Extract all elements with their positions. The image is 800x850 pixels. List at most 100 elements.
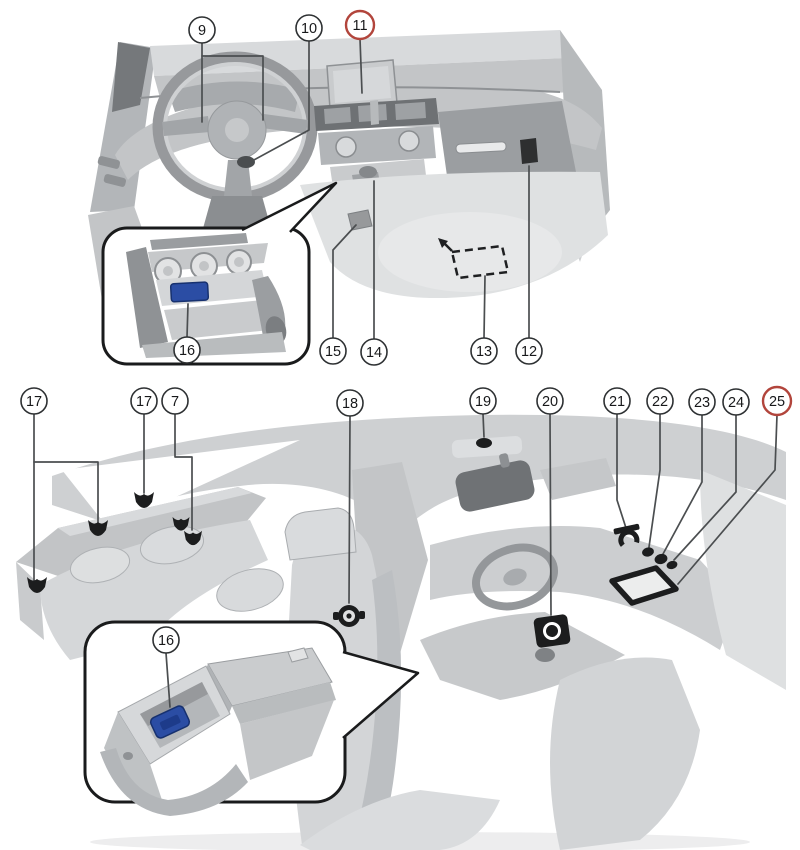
dash-right-mass [430,526,727,650]
hook-loop [618,529,640,547]
door-switch-top [97,156,121,169]
callout-circle [161,387,189,415]
console-box-part-15 [347,209,373,231]
callout-circle [173,336,201,364]
inset1-top-slot [150,233,248,250]
anchor-marker-7-upper [172,517,190,531]
callout-number: 22 [652,394,668,410]
callout-number: 16 [179,343,195,359]
rear-shelf [16,487,266,578]
leader-13 [483,275,486,339]
callout-25-highlighted: 25 [761,385,793,417]
callout-circle [130,387,158,415]
rearview-mirror [455,453,535,512]
callout-10: 10 [295,14,323,42]
callout-circle [152,626,180,654]
instrument-hood [168,81,300,112]
anchor-hook-glyph [134,492,154,508]
callout-17-left: 17 [20,387,48,415]
inset1-tray [164,300,270,340]
clip-marker-23 [654,553,668,565]
callout-circle [470,337,498,365]
climate-knob-2-center [199,261,209,271]
callout-number: 19 [475,394,491,410]
cabin-shift-knob [535,648,555,662]
callout-circle [336,389,364,417]
callout-number: 20 [542,394,558,410]
anchor-hook-glyph [88,520,108,536]
armrest-hole [123,752,133,760]
callout-number: 10 [301,21,317,37]
inset1-side-panel [126,247,168,348]
callout-number: 24 [728,395,744,411]
blue-part-16-armrest [149,705,191,739]
inset-console-detail [101,181,338,366]
armrest-box-right [232,682,336,724]
callout-15: 15 [319,337,347,365]
callout-circle [603,387,631,415]
vent-slat-right [395,102,426,120]
armrest-base [100,748,248,816]
cabin-wheel-hub [503,568,527,586]
dashed-location-box [450,244,510,280]
vent-slat-left [324,107,351,124]
wheel-spoke-left [162,116,210,136]
deck-hook-marker-21 [613,523,640,547]
audio-knob-left [335,136,357,158]
callout-number: 17 [136,394,152,410]
callout-circle-red [761,385,793,417]
callout-22: 22 [646,387,674,415]
callout-circle [319,337,347,365]
callout-11-highlighted: 11 [344,9,376,41]
front-seat-hint [378,212,562,292]
clip-marker-22 [642,547,654,557]
callout-circle [646,387,674,415]
rear-side-wall [16,562,44,640]
leader-22 [648,413,661,548]
inset-armrest-detail [83,620,420,816]
figure-cabin: 17 17 7 18 19 20 21 22 [16,385,793,850]
leader-7 [174,413,193,531]
leader-17a-bracket [33,461,99,523]
callout-number: 21 [609,394,625,410]
anchor-marker-17-pillar [134,492,154,508]
anchor-marker-7-lower [184,530,202,546]
door-switch-bottom [103,174,127,187]
callout-16-console: 16 [173,336,201,364]
leader-20 [549,413,552,616]
callout-9: 9 [188,16,216,44]
callout-number: 12 [521,344,537,360]
outlet-ring [543,622,561,640]
callout-circle [722,388,750,416]
climate-knob-3-center [234,257,244,267]
leader-18 [348,415,351,604]
wheel-spoke-right [262,114,308,134]
blue-part-16-console [169,281,210,303]
ring-tab-left [333,612,339,620]
dashed-box-arrowhead [438,238,448,248]
callout-13: 13 [470,337,498,365]
ceiling-mic-marker-19 [476,438,492,448]
ring-center [346,613,352,619]
leader-11 [359,38,363,94]
leader-23 [662,414,703,555]
callout-number: 9 [198,23,206,39]
front-headrest [284,507,357,561]
left-a-pillar-shadow [112,42,150,112]
callout-number: 17 [26,394,42,410]
connector-12-part [520,138,538,164]
leader-24 [673,414,737,561]
rear-headrest-right [216,568,284,612]
callout-20: 20 [536,387,564,415]
callout-circle [360,338,388,366]
callout-number: 13 [476,344,492,360]
callout-19: 19 [469,387,497,415]
driver-seat [550,657,700,850]
audio-knob-right [398,130,420,152]
inset1-pointer [241,181,338,233]
armrest-lid-clip [287,647,309,663]
callout-12: 12 [515,337,543,365]
anchor-hook-glyph [184,530,202,546]
callout-17-mid: 17 [130,387,158,415]
